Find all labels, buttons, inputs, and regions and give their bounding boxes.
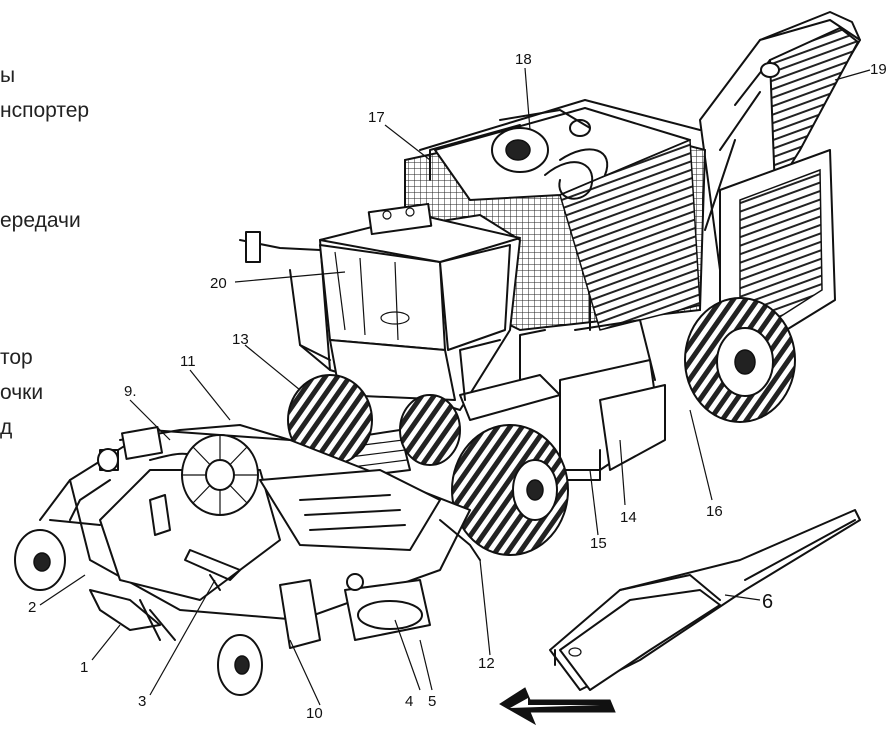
- callout-17: 17: [368, 109, 385, 126]
- legend-text-line-6: д: [0, 416, 13, 439]
- callout-2: 2: [28, 599, 36, 616]
- legend-text-line-5: очки: [0, 381, 44, 404]
- callout-14: 14: [620, 509, 637, 526]
- callout-11: 11: [180, 353, 196, 370]
- callout-15: 15: [590, 535, 607, 552]
- callout-10: 10: [306, 705, 323, 722]
- callout-16: 16: [706, 503, 723, 520]
- callout-6: 6: [762, 591, 773, 613]
- rear-wheel: [684, 297, 796, 423]
- detail-inset: [549, 509, 861, 691]
- callout-19: 19: [870, 61, 887, 78]
- callout-13: 13: [232, 331, 249, 348]
- gauge-wheels: [14, 529, 263, 696]
- callout-1: 1: [80, 659, 88, 676]
- legend-text-line-2: нспортер: [0, 99, 90, 122]
- side-chute: [559, 319, 666, 481]
- legend-text-line-3: ередачи: [0, 209, 81, 232]
- callout-18: 18: [515, 51, 532, 68]
- callout-3: 3: [138, 693, 146, 710]
- callout-9: 9.: [124, 383, 137, 400]
- legend-text-line-1: ы: [0, 64, 16, 87]
- callout-5: 5: [428, 693, 436, 710]
- topper-header: [39, 424, 481, 649]
- leader-lines: [39, 67, 871, 706]
- callout-4: 4: [405, 693, 413, 710]
- direction-arrow: [499, 687, 616, 726]
- cab: [239, 202, 521, 411]
- front-tires: [287, 374, 569, 556]
- callout-20: 20: [210, 275, 227, 292]
- callout-labels: 1 2 3 4 5 6 9. 10 11 12 13 14 15 16 17 1…: [28, 51, 887, 722]
- bunker-body: [404, 99, 836, 341]
- callout-12: 12: [478, 655, 495, 672]
- top-mechanism: [491, 109, 609, 200]
- legend-text-line-4: тор: [0, 346, 33, 369]
